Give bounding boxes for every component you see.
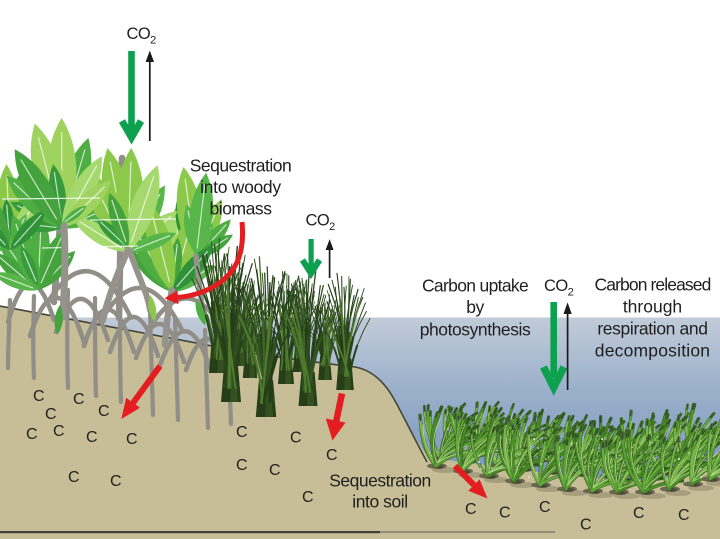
svg-text:CO2: CO2 — [306, 212, 336, 234]
svg-text:C: C — [539, 499, 551, 516]
svg-text:through: through — [623, 297, 682, 317]
svg-text:C: C — [236, 457, 248, 474]
svg-text:C: C — [110, 473, 122, 490]
svg-text:C: C — [290, 430, 302, 447]
svg-text:CO2: CO2 — [127, 25, 157, 47]
svg-text:C: C — [45, 406, 57, 423]
svg-text:photosynthesis: photosynthesis — [420, 320, 531, 340]
svg-text:C: C — [633, 505, 645, 522]
svg-text:into soil: into soil — [352, 492, 407, 512]
svg-text:C: C — [33, 388, 45, 405]
svg-text:C: C — [26, 426, 38, 443]
svg-text:C: C — [236, 424, 248, 441]
svg-text:C: C — [580, 517, 592, 534]
svg-text:C: C — [98, 403, 110, 420]
svg-text:Carbon uptake: Carbon uptake — [422, 276, 528, 296]
svg-text:C: C — [73, 391, 85, 408]
svg-text:into woody: into woody — [200, 177, 281, 197]
svg-text:Carbon released: Carbon released — [595, 275, 711, 295]
svg-text:respiration and: respiration and — [597, 319, 707, 339]
svg-text:C: C — [86, 429, 98, 446]
svg-text:C: C — [68, 469, 80, 486]
svg-text:biomass: biomass — [209, 199, 272, 219]
svg-text:C: C — [53, 423, 65, 440]
svg-text:C: C — [326, 447, 338, 464]
svg-text:C: C — [302, 489, 314, 506]
svg-text:C: C — [269, 462, 281, 479]
svg-text:C: C — [678, 507, 690, 524]
svg-text:C: C — [499, 505, 511, 522]
svg-text:C: C — [126, 431, 138, 448]
svg-text:Sequestration: Sequestration — [329, 471, 431, 491]
svg-text:by: by — [466, 297, 484, 317]
svg-text:Sequestration: Sequestration — [190, 156, 292, 176]
svg-text:C: C — [465, 501, 477, 518]
svg-text:decomposition: decomposition — [595, 341, 710, 361]
svg-text:CO2: CO2 — [544, 277, 574, 299]
